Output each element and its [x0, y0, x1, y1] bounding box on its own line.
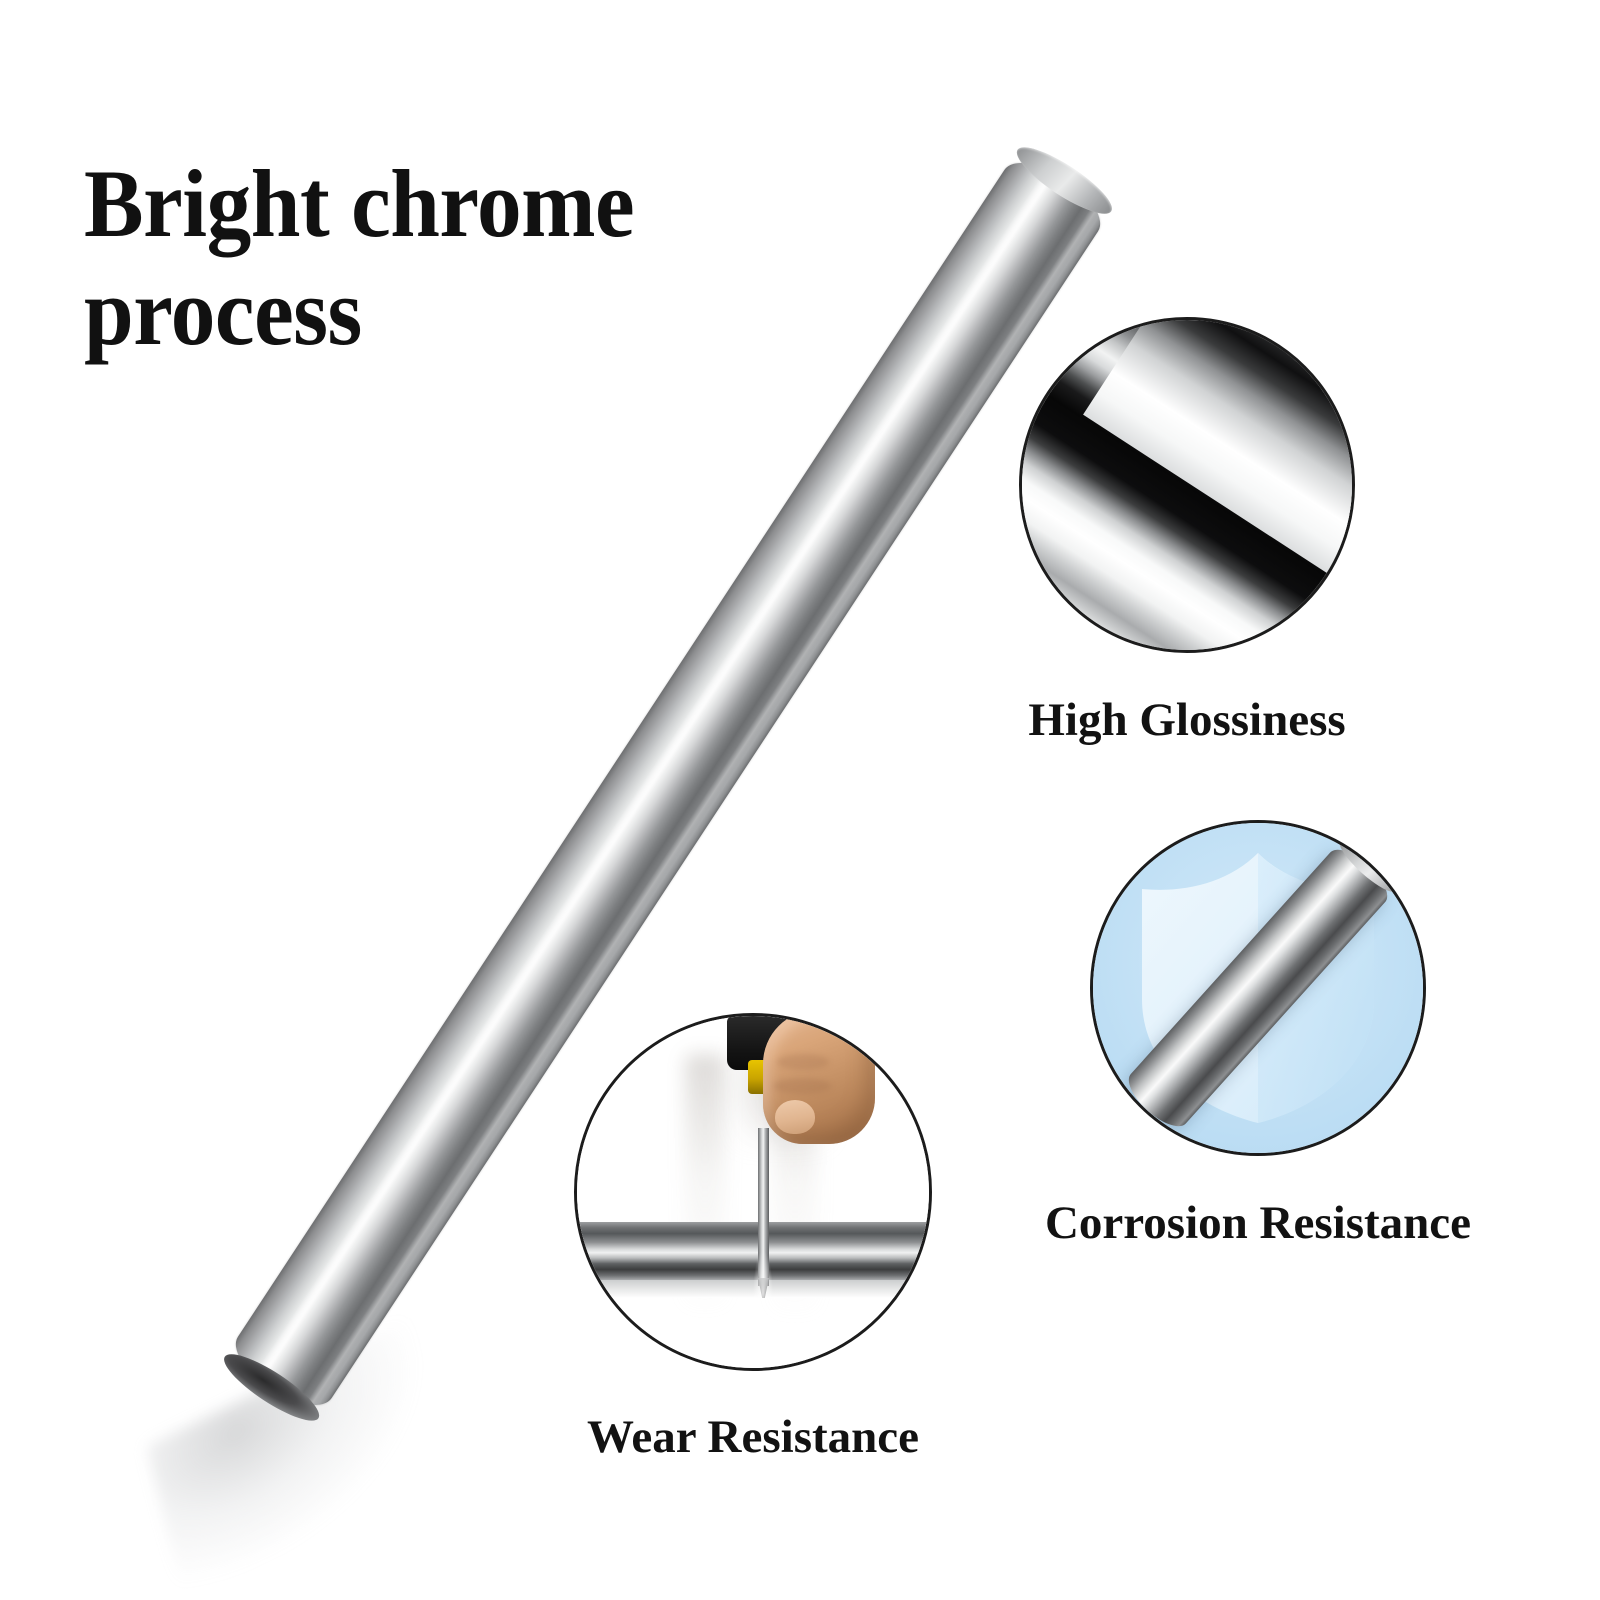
wear-resistance-circle — [574, 1013, 932, 1371]
hand-crease-lower — [773, 1078, 831, 1094]
high-glossiness-circle — [1019, 317, 1355, 653]
feature-wear-resistance: Wear Resistance — [574, 1013, 932, 1463]
feature-label-wear-resistance: Wear Resistance — [587, 1411, 919, 1463]
rod-end-cap-bottom — [216, 1344, 327, 1431]
page-title: Bright chrome process — [84, 150, 635, 365]
hand-crease-upper — [777, 1054, 829, 1070]
corrosion-resistance-circle — [1090, 820, 1426, 1156]
screwdriver-shaft-icon — [758, 1128, 769, 1286]
rod-end-cap-top — [1009, 137, 1120, 224]
rod-floor-reflection — [146, 1319, 444, 1595]
feature-label-high-glossiness: High Glossiness — [1028, 694, 1346, 746]
feature-corrosion-resistance: Corrosion Resistance — [1045, 820, 1471, 1249]
scratch-highlight — [753, 1250, 773, 1298]
fingertip-icon — [775, 1100, 815, 1134]
feature-high-glossiness: High Glossiness — [1019, 317, 1355, 746]
feature-label-corrosion-resistance: Corrosion Resistance — [1044, 1197, 1472, 1249]
